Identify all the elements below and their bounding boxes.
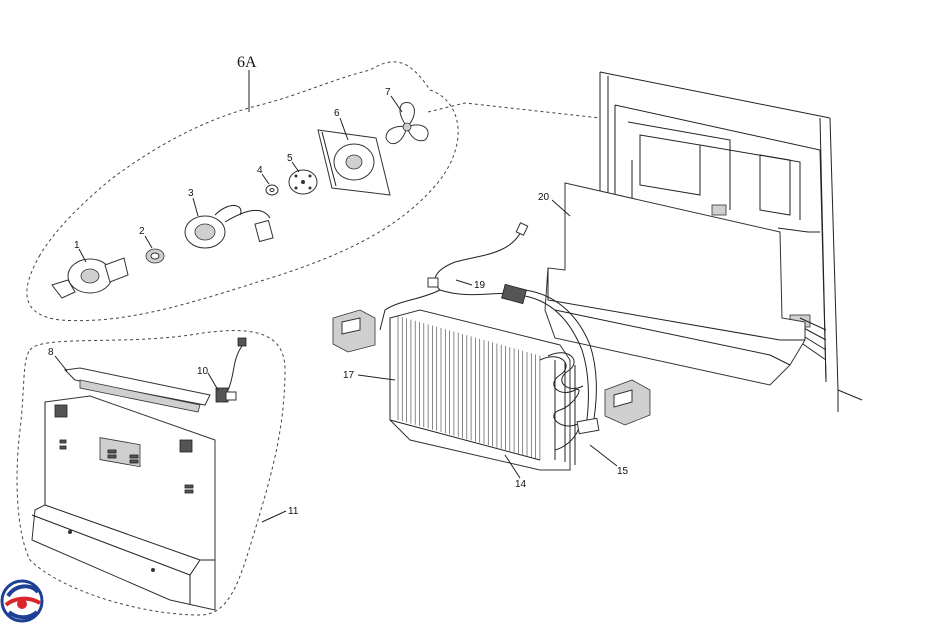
- part-7-fan-blade: [385, 101, 429, 145]
- part-3-fan-motor: [184, 205, 274, 249]
- part-2-grommet: [145, 248, 165, 264]
- brand-logo: [0, 579, 44, 623]
- projection-line: [427, 102, 601, 119]
- part-6-fan-shroud: [317, 129, 391, 196]
- evaporator-fins: [397, 316, 541, 460]
- leader-10: [207, 372, 219, 391]
- leader-3: [192, 197, 199, 217]
- leader-6: [339, 117, 349, 141]
- callout-1: 1: [74, 240, 80, 251]
- evaporator-mount-left: [332, 309, 376, 353]
- leader-5: [291, 161, 300, 173]
- leader-11: [261, 510, 287, 523]
- leader-7: [390, 95, 403, 113]
- part-8-bracket: [63, 367, 211, 413]
- callout-11: 11: [288, 506, 299, 517]
- leader-1: [78, 248, 87, 263]
- group-6a-title: 6A: [237, 54, 257, 71]
- rear-panel-group-outline: [16, 330, 286, 616]
- callout-3: 3: [188, 188, 194, 199]
- part-5-gasket: [288, 169, 318, 195]
- leader-4: [261, 173, 270, 185]
- fan-assembly-group-outline: [26, 61, 459, 322]
- leader-14: [504, 454, 521, 479]
- part-4-washer: [265, 184, 279, 196]
- callout-7: 7: [385, 87, 391, 98]
- leader-17: [357, 374, 396, 381]
- part-1-motor-bracket: [51, 257, 129, 299]
- callout-8: 8: [48, 347, 54, 358]
- callout-14: 14: [515, 479, 527, 490]
- callout-19: 19: [474, 280, 486, 291]
- leader-19: [455, 279, 473, 286]
- part-19-heater-harness: [379, 222, 600, 435]
- callout-10: 10: [197, 366, 209, 377]
- callout-4: 4: [257, 165, 263, 176]
- callout-15: 15: [617, 466, 629, 477]
- evaporator-mount-right: [604, 379, 651, 426]
- part-20-evaporator-cover: [544, 182, 806, 386]
- part-11-rear-panel: [31, 395, 216, 611]
- leader-8: [54, 355, 68, 372]
- leader-20: [551, 199, 571, 217]
- callout-17: 17: [343, 370, 355, 381]
- part-10-sensor-harness: [215, 337, 247, 403]
- callout-5: 5: [287, 153, 293, 164]
- callout-20: 20: [538, 192, 550, 203]
- callout-2: 2: [139, 226, 145, 237]
- leader-15: [589, 444, 618, 467]
- part-17-evaporator: [389, 309, 584, 471]
- callout-6: 6: [334, 108, 340, 119]
- leader-2: [144, 235, 153, 249]
